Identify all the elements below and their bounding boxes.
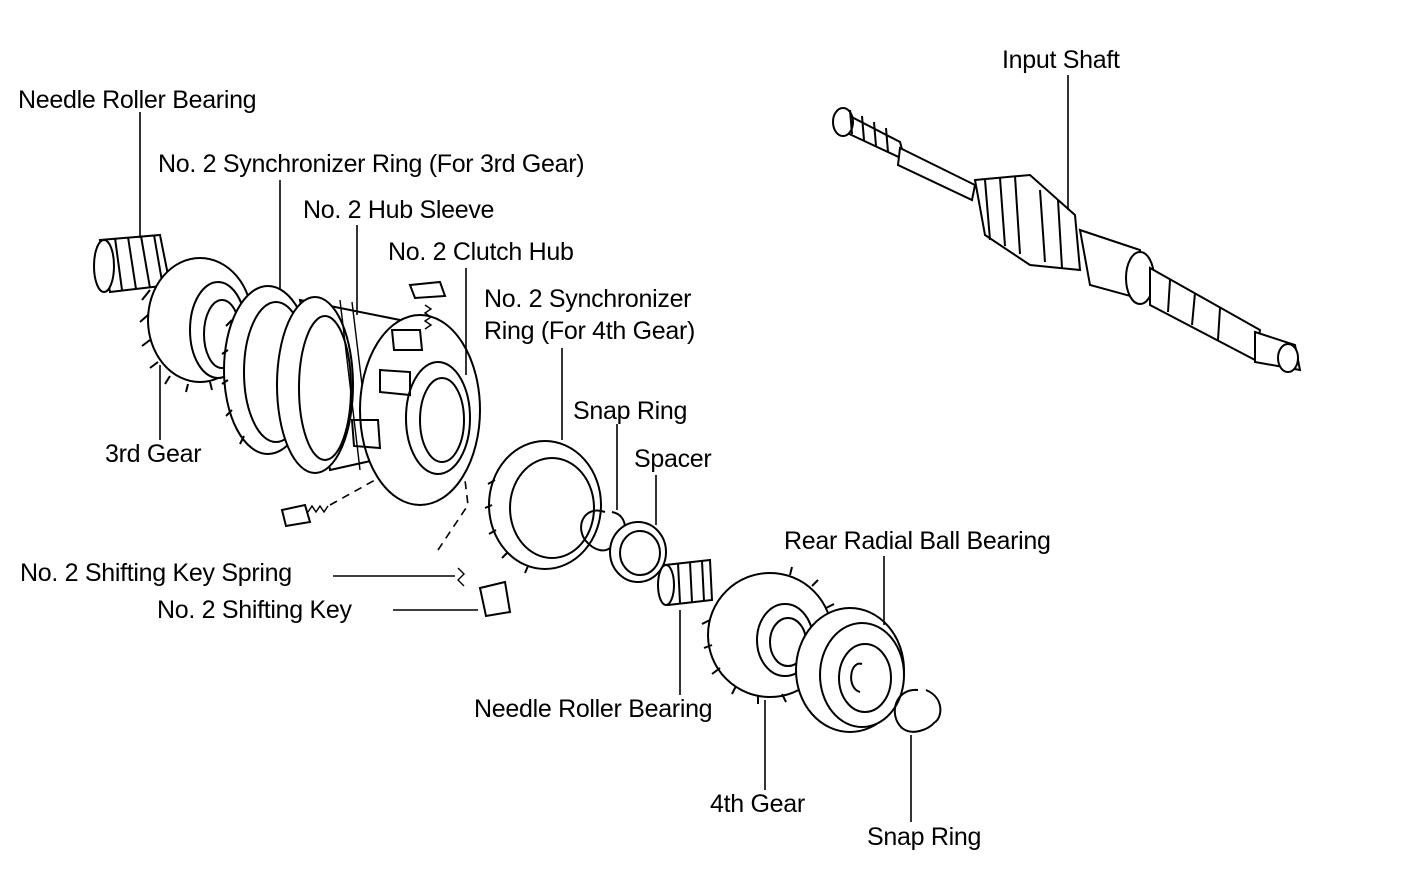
label-spacer: Spacer: [634, 445, 712, 473]
label-third-gear: 3rd Gear: [105, 440, 202, 468]
label-rear-radial-ball-bearing: Rear Radial Ball Bearing: [784, 527, 1051, 555]
input-shaft-part: [832, 107, 1302, 373]
needle-roller-bearing-lower-part: [657, 558, 714, 607]
label-clutch-hub: No. 2 Clutch Hub: [388, 238, 574, 266]
synchronizer-ring-4th-part: [484, 440, 602, 574]
rear-radial-ball-bearing-part: [795, 607, 905, 733]
snap-ring-lower-part: [893, 688, 942, 733]
label-needle-roller-bearing-top: Needle Roller Bearing: [18, 86, 257, 114]
label-synchronizer-ring-4th-line1: No. 2 Synchronizer: [484, 285, 692, 313]
label-synchronizer-ring-3rd: No. 2 Synchronizer Ring (For 3rd Gear): [158, 150, 585, 178]
needle-roller-bearing-left-part: [93, 233, 172, 294]
shifting-key-left-part: [280, 479, 376, 528]
spacer-part: [609, 521, 667, 583]
label-hub-sleeve: No. 2 Hub Sleeve: [303, 196, 495, 224]
label-shifting-key: No. 2 Shifting Key: [157, 596, 352, 624]
label-input-shaft: Input Shaft: [1002, 46, 1120, 74]
shifting-key-lower-part: [437, 479, 512, 618]
label-needle-roller-bearing-bottom: Needle Roller Bearing: [474, 695, 713, 723]
label-shifting-key-spring: No. 2 Shifting Key Spring: [20, 559, 292, 587]
shifting-key-top-part: [408, 280, 447, 330]
label-synchronizer-ring-4th-line2: Ring (For 4th Gear): [484, 317, 696, 345]
label-snap-ring-upper: Snap Ring: [573, 397, 688, 425]
leader-lines: [139, 75, 1069, 822]
label-fourth-gear: 4th Gear: [710, 790, 805, 818]
label-snap-ring-lower: Snap Ring: [867, 823, 982, 851]
clutch-hub-part: [350, 314, 481, 506]
